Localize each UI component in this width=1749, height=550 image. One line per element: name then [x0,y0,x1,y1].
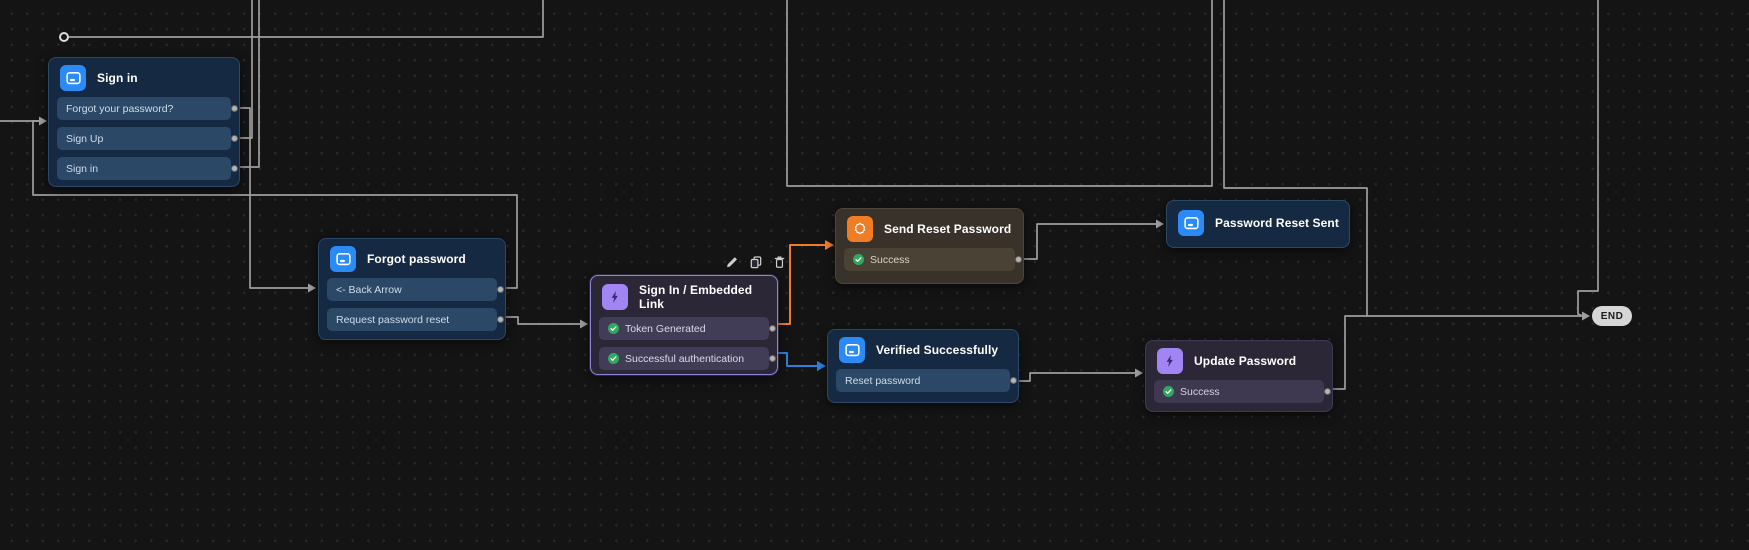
screen-icon [330,246,356,272]
check-icon [853,254,864,265]
row-label: Reset password [845,374,921,387]
node-title: Verified Successfully [876,343,999,357]
edge-update-success-to-end[interactable] [1323,315,1584,390]
check-icon [1163,386,1174,397]
flow-node-send-reset-password[interactable]: Send Reset Password Success [835,208,1024,284]
lightning-icon [1157,348,1183,374]
node-title: Update Password [1194,354,1297,368]
edge-offscreen-loop[interactable] [786,0,1213,187]
edge-anchor-dot[interactable] [59,32,69,42]
row-label: <- Back Arrow [336,283,402,296]
edge-token-generated-to-send-reset[interactable] [769,244,827,325]
output-port[interactable] [231,135,238,142]
node-title: Password Reset Sent [1215,216,1339,230]
screen-icon [60,65,86,91]
row-label: Success [870,253,910,266]
edge-start-anchor[interactable] [68,0,544,38]
trash-icon[interactable] [772,254,787,269]
copy-icon[interactable] [748,254,763,269]
flow-node-password-reset-sent[interactable]: Password Reset Sent [1166,200,1350,248]
check-icon [608,353,619,364]
lightning-icon [602,284,628,310]
output-port[interactable] [497,316,504,323]
flow-node-update-password[interactable]: Update Password Success [1145,340,1333,412]
row-label: Request password reset [336,313,450,326]
node-row[interactable]: Reset password [836,369,1017,392]
selection-toolbar [724,254,787,269]
edge-arrowhead [39,116,47,126]
flow-node-sign-in-embedded-link[interactable]: Sign In / Embedded Link Token Generated … [590,275,778,375]
output-port[interactable] [1010,377,1017,384]
row-label: Sign Up [66,132,104,145]
node-title: Forgot password [367,252,466,266]
edge-send-success-to-reset-sent[interactable] [1014,223,1158,260]
row-label: Successful authentication [625,352,745,365]
edge-offscreen-to-end-a[interactable] [1223,0,1368,317]
edge-successful-auth-to-verified[interactable] [769,352,819,367]
output-port[interactable] [1324,388,1331,395]
node-title: Sign In / Embedded Link [639,283,753,311]
edge-reset-password-to-update[interactable] [1008,372,1137,382]
node-title: Sign in [97,71,138,85]
edge-arrowhead [1582,311,1590,321]
flow-node-forgot-password[interactable]: Forgot password <- Back Arrow Request pa… [318,238,506,340]
edge-arrowhead [580,319,588,329]
screen-icon [839,337,865,363]
output-port[interactable] [769,325,776,332]
node-row[interactable]: Success [844,248,1022,271]
output-port[interactable] [231,105,238,112]
node-row[interactable]: Successful authentication [599,347,776,370]
row-label: Success [1180,385,1220,398]
flow-node-sign-in[interactable]: Sign in Forgot your password? Sign Up Si… [48,57,240,187]
node-title: Send Reset Password [884,222,1012,236]
flow-node-verified-successfully[interactable]: Verified Successfully Reset password [827,329,1019,403]
edge-offscreen-to-end-b[interactable] [1577,0,1599,317]
node-row[interactable]: Request password reset [327,308,504,331]
row-label: Forgot your password? [66,102,174,115]
row-label: Sign in [66,162,99,175]
edge-forgot-your-password-to-forgot-password[interactable] [229,107,310,289]
output-port[interactable] [497,286,504,293]
edge-arrowhead [825,240,834,250]
output-port[interactable] [231,165,238,172]
seal-badge-icon [847,216,873,242]
end-node[interactable]: END [1592,306,1632,326]
check-icon [608,323,619,334]
edge-arrowhead [1156,219,1164,229]
output-port[interactable] [769,355,776,362]
screen-icon [1178,210,1204,236]
edge-arrowhead [817,361,826,371]
node-row[interactable]: Token Generated [599,317,776,340]
pencil-icon[interactable] [724,254,739,269]
row-label: Token Generated [625,322,706,335]
edge-arrowhead [1135,368,1143,378]
node-row[interactable]: Success [1154,380,1331,403]
node-row[interactable]: Forgot your password? [57,97,238,120]
edge-arrowhead [308,283,316,293]
end-label: END [1600,310,1624,322]
node-row[interactable]: Sign Up [57,127,238,150]
node-row[interactable]: <- Back Arrow [327,278,504,301]
node-row[interactable]: Sign in [57,157,238,180]
edge-request-reset-to-embedded-link[interactable] [496,316,582,325]
output-port[interactable] [1015,256,1022,263]
